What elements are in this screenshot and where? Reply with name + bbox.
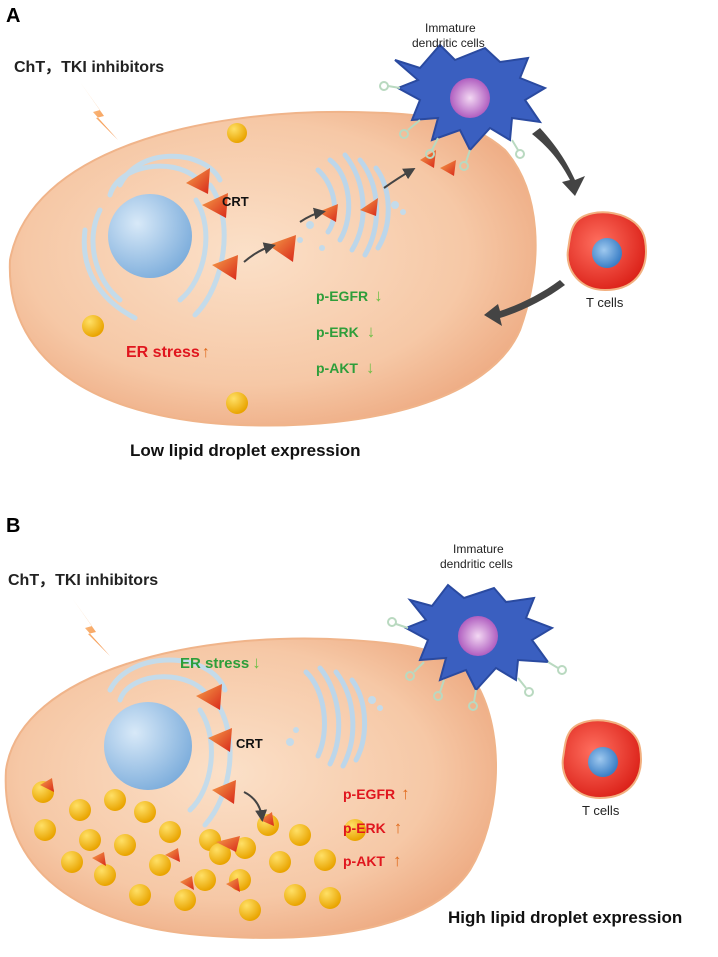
golgi-vesicles (286, 696, 383, 746)
er-stress-label: ER stress↓ (180, 653, 261, 672)
lipid-droplets (32, 781, 366, 921)
crt-label: CRT (222, 194, 249, 209)
transport-arrow (243, 791, 268, 822)
big-arrow-dc-to-tcell (532, 128, 585, 196)
marker-p-akt: p-AKT↓ (316, 358, 375, 377)
marker-p-erk: p-ERK↑ (343, 818, 402, 837)
panel-a-treatment: ChT，TKI inhibitors (14, 59, 164, 76)
panel-b-treatment: ChT，TKI inhibitors (8, 572, 158, 589)
big-arrow-tcell-to-tumor (484, 280, 565, 326)
dc-label-line1: Immature (425, 21, 476, 35)
tcell-label: T cells (586, 295, 624, 310)
crt-markers (186, 150, 456, 280)
dc-label-line2: dendritic cells (412, 36, 485, 50)
marker-p-akt: p-AKT↑ (343, 851, 402, 870)
signaling-markers: p-EGFR↑ p-ERK↑ p-AKT↑ (343, 784, 410, 870)
er-stress-label: ER stress↑ (126, 344, 210, 361)
endoplasmic-reticulum (107, 657, 233, 828)
transport-arrow (383, 168, 416, 189)
nucleus (104, 702, 192, 790)
panel-a-letter: A (6, 5, 20, 27)
crt-label: CRT (236, 736, 263, 751)
lipid-droplet (226, 392, 248, 414)
lightning-bolt-icon (80, 82, 118, 140)
t-cell (561, 719, 642, 800)
tumor-cell (8, 110, 537, 427)
panel-b-caption: High lipid droplet expression (448, 908, 682, 927)
dc-label-line2: dendritic cells (440, 557, 513, 571)
panel-a: A ChT，TKI inhibitors (6, 5, 647, 460)
golgi-vesicles (297, 201, 406, 251)
panel-b: B ChT，TKI inhibitors (4, 515, 682, 939)
t-cell (566, 211, 647, 292)
lightning-bolt-icon (72, 598, 110, 656)
nucleus (108, 194, 192, 278)
marker-p-erk: p-ERK↓ (316, 322, 375, 341)
tcell-label: T cells (582, 803, 620, 818)
lipid-droplet (82, 315, 104, 337)
lipid-droplet (227, 123, 247, 143)
dendritic-cell (387, 583, 567, 711)
golgi-apparatus (303, 665, 367, 769)
marker-p-egfr: p-EGFR↓ (316, 286, 383, 305)
tumor-cell (4, 637, 498, 939)
marker-p-egfr: p-EGFR↑ (343, 784, 410, 803)
signaling-markers: p-EGFR↓ p-ERK↓ p-AKT↓ (316, 286, 383, 377)
panel-b-letter: B (6, 515, 20, 537)
dendritic-cell (379, 43, 548, 171)
transport-arrow (299, 207, 326, 223)
panel-a-caption: Low lipid droplet expression (130, 441, 360, 460)
transport-arrow (243, 242, 276, 263)
dc-label-line1: Immature (453, 542, 504, 556)
